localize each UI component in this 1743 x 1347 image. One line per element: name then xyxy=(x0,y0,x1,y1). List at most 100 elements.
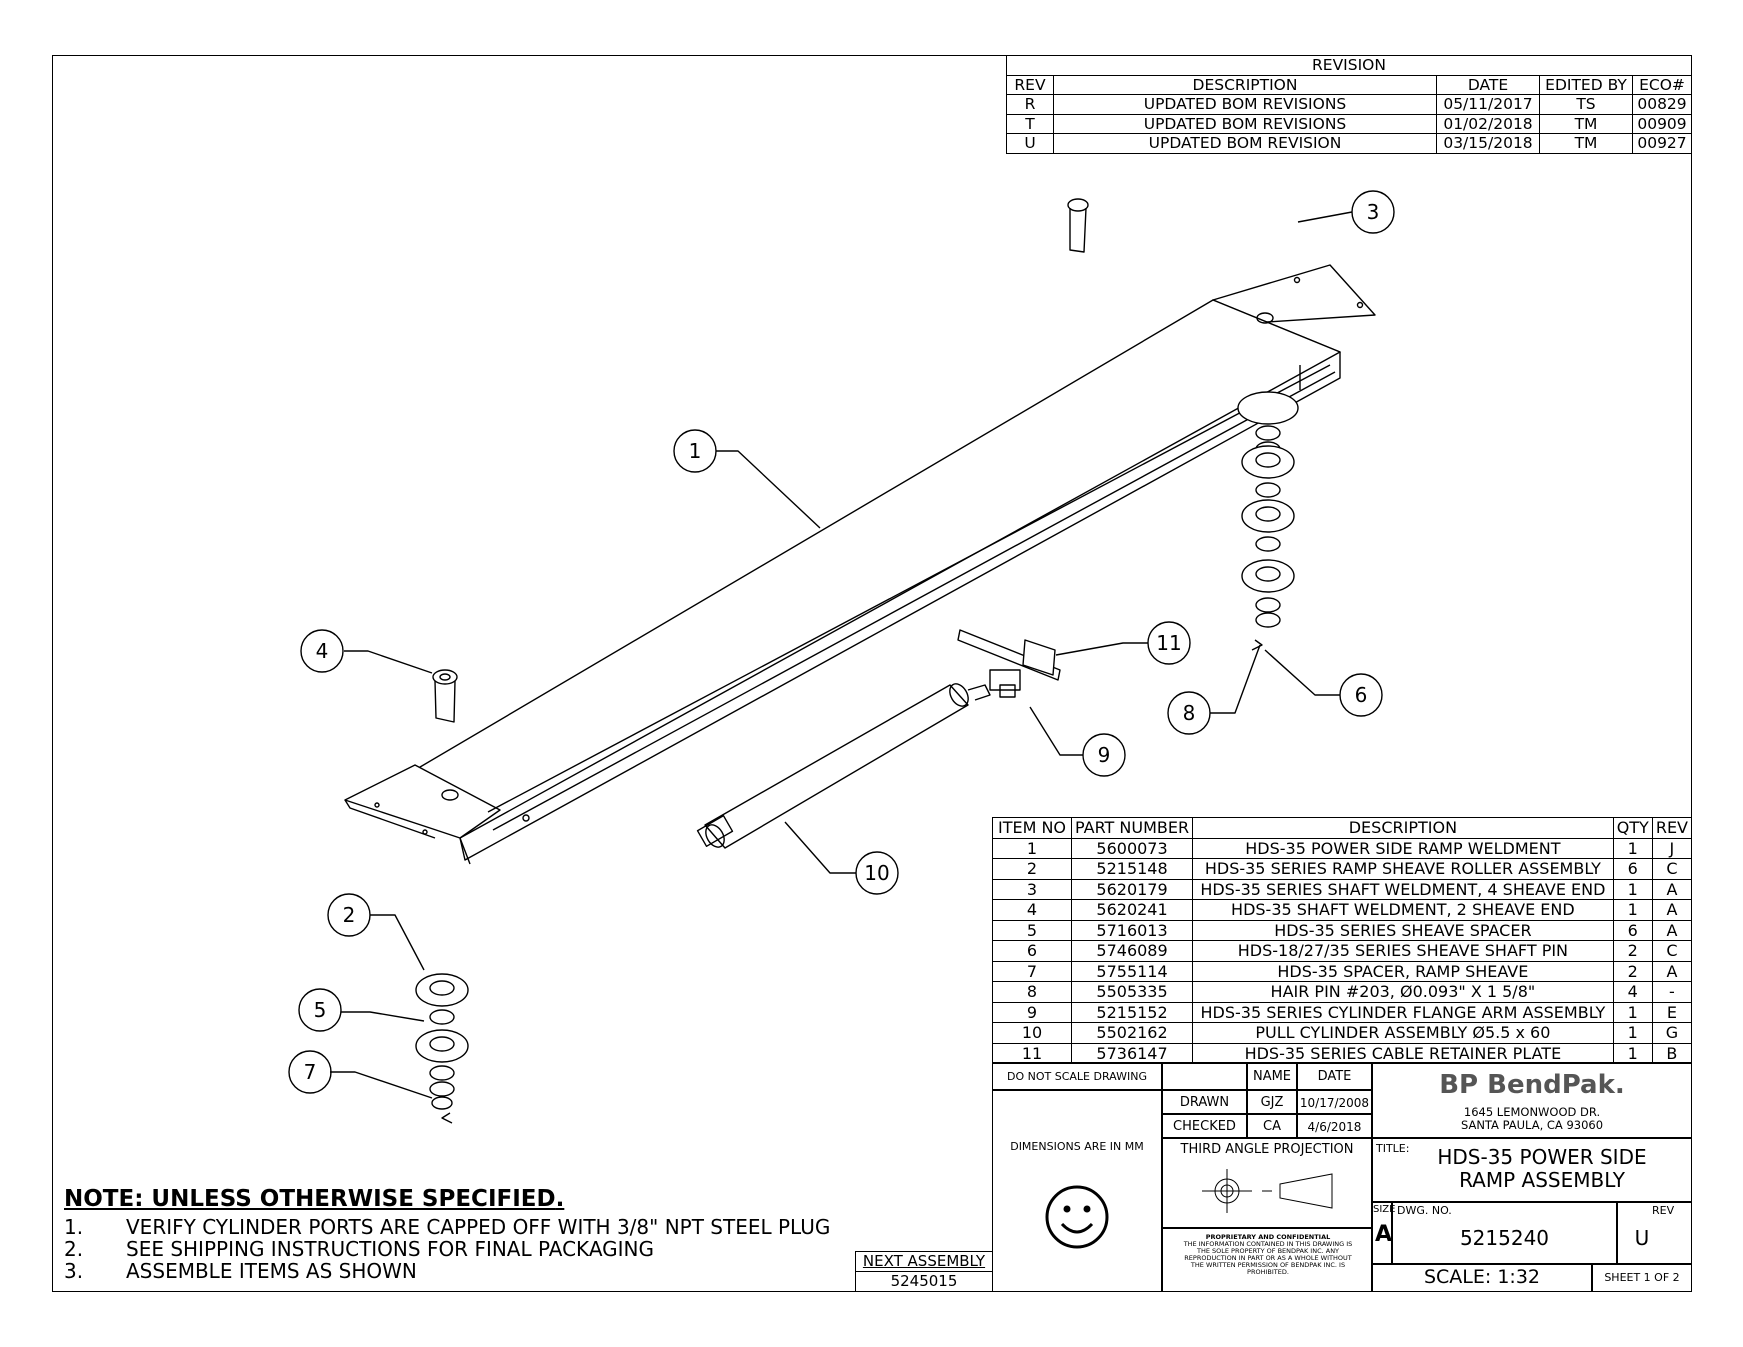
drawing-title-line-2: RAMP ASSEMBLY xyxy=(1459,1168,1625,1192)
edited-by-col-header: EDITED BY xyxy=(1539,74,1633,95)
checked-date: 4/6/2018 xyxy=(1297,1114,1372,1138)
eco-col-header: ECO# xyxy=(1632,74,1692,95)
date-cell: 03/15/2018 xyxy=(1436,133,1540,154)
desc-cell: UPDATED BOM REVISIONS xyxy=(1053,94,1437,115)
projection-label: THIRD ANGLE PROJECTION xyxy=(1180,1142,1354,1157)
company-address: 1645 LEMONWOOD DR. SANTA PAULA, CA 93060 xyxy=(1372,1106,1692,1132)
rev-cell: G xyxy=(1651,1022,1693,1044)
part-number-cell: 5502162 xyxy=(1070,1022,1194,1044)
bendpak-logo: BP BendPak. xyxy=(1439,1070,1625,1100)
balloon-8: 8 xyxy=(1183,701,1196,725)
balloon-11: 11 xyxy=(1156,631,1181,655)
checked-label: CHECKED xyxy=(1162,1114,1247,1138)
rev-cell: A xyxy=(1651,960,1693,982)
date-col-header: DATE xyxy=(1436,74,1540,95)
sheet-number: SHEET 1 OF 2 xyxy=(1604,1271,1680,1284)
shaft-item-4 xyxy=(432,669,458,723)
qty-cell: 1 xyxy=(1612,837,1653,859)
desc-cell: UPDATED BOM REVISIONS xyxy=(1053,113,1437,134)
balloon-4: 4 xyxy=(316,639,329,663)
qty-cell: 2 xyxy=(1612,940,1653,962)
desc-cell: UPDATED BOM REVISION xyxy=(1053,133,1437,154)
editor-cell: TM xyxy=(1539,113,1633,134)
item-no-cell: 9 xyxy=(992,1001,1072,1023)
rev-cell: A xyxy=(1651,878,1693,900)
description-cell: HDS-35 SERIES CYLINDER FLANGE ARM ASSEMB… xyxy=(1192,1001,1614,1023)
sheet-size: A xyxy=(1375,1222,1393,1247)
note-text: SEE SHIPPING INSTRUCTIONS FOR FINAL PACK… xyxy=(126,1237,655,1261)
rev-cell: R xyxy=(1006,94,1054,115)
rev-cell: A xyxy=(1651,919,1693,941)
qty-cell: 6 xyxy=(1612,858,1653,880)
part-number-cell: 5215152 xyxy=(1070,1001,1194,1023)
dwg-no-label: DWG. NO. xyxy=(1397,1204,1452,1217)
date-cell: 05/11/2017 xyxy=(1436,94,1540,115)
proprietary-line: REPRODUCTION IN PART OR AS A WHOLE WITHO… xyxy=(1184,1254,1352,1262)
size-label: SIZE xyxy=(1373,1204,1396,1215)
revision-row: R UPDATED BOM REVISIONS 05/11/2017 TS 00… xyxy=(1006,94,1692,115)
pull-cylinder xyxy=(696,683,991,849)
eco-cell: 00829 xyxy=(1632,94,1692,115)
drawing-scale: SCALE: 1:32 xyxy=(1423,1266,1541,1288)
next-assembly-value: 5245015 xyxy=(890,1272,958,1290)
part-number-cell: 5736147 xyxy=(1070,1042,1194,1064)
leaders xyxy=(330,211,1353,1099)
description-cell: HAIR PIN #203, Ø0.093" X 1 5/8" xyxy=(1192,981,1614,1003)
rev-col-header: REV xyxy=(1006,74,1054,95)
title-label: TITLE: xyxy=(1376,1142,1410,1155)
part-number-header: PART NUMBER xyxy=(1070,817,1194,839)
description-cell: HDS-35 SERIES CABLE RETAINER PLATE xyxy=(1192,1042,1614,1064)
part-number-cell: 5505335 xyxy=(1070,981,1194,1003)
description-cell: PULL CYLINDER ASSEMBLY Ø5.5 x 60 xyxy=(1192,1022,1614,1044)
balloon-5: 5 xyxy=(314,998,327,1022)
drawing-title: HDS-35 POWER SIDE RAMP ASSEMBLY xyxy=(1392,1146,1692,1192)
part-number-cell: 5620179 xyxy=(1070,878,1194,900)
revision-title: REVISION xyxy=(1006,55,1692,76)
item-no-cell: 5 xyxy=(992,919,1072,941)
ramp-weldment xyxy=(344,264,1376,865)
qty-cell: 1 xyxy=(1612,1042,1653,1064)
proprietary-title: PROPRIETARY AND CONFIDENTIAL xyxy=(1205,1233,1331,1241)
balloon-9: 9 xyxy=(1098,743,1111,767)
part-number-cell: 5746089 xyxy=(1070,940,1194,962)
shaft-item-3 xyxy=(1067,198,1089,253)
drawing-rev: U xyxy=(1634,1226,1650,1250)
balloon-3: 3 xyxy=(1367,200,1380,224)
rev-cell: B xyxy=(1651,1042,1693,1064)
note-text: ASSEMBLE ITEMS AS SHOWN xyxy=(126,1259,417,1283)
third-angle-projection-icon xyxy=(1202,1169,1333,1213)
description-cell: HDS-35 SERIES RAMP SHEAVE ROLLER ASSEMBL… xyxy=(1192,858,1614,880)
item-no-cell: 6 xyxy=(992,940,1072,962)
item-no-cell: 8 xyxy=(992,981,1072,1003)
proprietary-line: THE WRITTEN PERMISSION OF BENDPAK INC. I… xyxy=(1190,1261,1346,1269)
part-number-cell: 5620241 xyxy=(1070,899,1194,921)
description-cell: HDS-35 POWER SIDE RAMP WELDMENT xyxy=(1192,837,1614,859)
description-col-header: DESCRIPTION xyxy=(1053,74,1437,95)
address-line: SANTA PAULA, CA 93060 xyxy=(1460,1118,1604,1132)
drawing-notes: NOTE: UNLESS OTHERWISE SPECIFIED. 1.VERI… xyxy=(64,1186,831,1283)
rev-cell: J xyxy=(1651,837,1693,859)
rev-cell: C xyxy=(1651,858,1693,880)
qty-header: QTY xyxy=(1612,817,1653,839)
qty-cell: 6 xyxy=(1612,919,1653,941)
eco-cell: 00927 xyxy=(1632,133,1692,154)
note-number: 1. xyxy=(64,1215,84,1239)
description-header: DESCRIPTION xyxy=(1192,817,1614,839)
item-no-cell: 4 xyxy=(992,899,1072,921)
description-cell: HDS-18/27/35 SERIES SHEAVE SHAFT PIN xyxy=(1192,940,1614,962)
checked-name: CA xyxy=(1247,1114,1297,1138)
qty-cell: 1 xyxy=(1612,878,1653,900)
editor-cell: TM xyxy=(1539,133,1633,154)
qty-cell: 2 xyxy=(1612,960,1653,982)
proprietary-line: PROHIBITED. xyxy=(1247,1268,1289,1276)
revision-row: T UPDATED BOM REVISIONS 01/02/2018 TM 00… xyxy=(1006,113,1692,134)
rev-cell: U xyxy=(1006,133,1054,154)
item-no-cell: 1 xyxy=(992,837,1072,859)
